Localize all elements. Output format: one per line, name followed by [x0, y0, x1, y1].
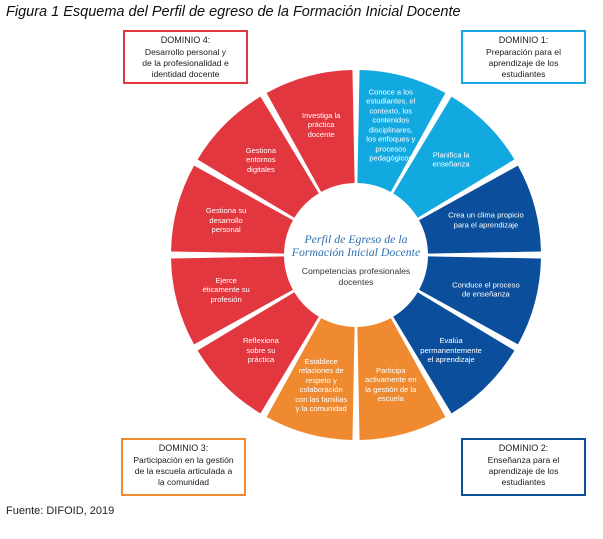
domain-3-box: DOMINIO 3: Participación en la gestión d… [121, 438, 246, 496]
domain-2-text: Enseñanza para el aprendizaje de los est… [487, 455, 560, 487]
wheel-segment [357, 70, 446, 192]
segment-label: Participa activamente en la gestión de l… [365, 366, 417, 404]
domain-2-box: DOMINIO 2: Enseñanza para el aprendizaje… [461, 438, 586, 496]
figure-source: Fuente: DIFOID, 2019 [6, 505, 115, 517]
segment-label: Ejerce éticamente su profesión [202, 275, 250, 304]
domain-4-text: Desarrollo personal y de la profesionali… [142, 47, 229, 79]
segment-label: Gestiona entornos digitales [245, 145, 277, 174]
segment-label: Evalúa permanentemente el aprendizaje [420, 335, 482, 364]
domain-1-heading: DOMINIO 1: [498, 35, 549, 45]
segment-label: Reflexiona sobre su práctica [242, 335, 279, 364]
wheel-segment [393, 96, 515, 218]
center-circle [286, 185, 426, 325]
segment-label: Gestiona su desarrollo personal [205, 206, 247, 234]
domain-1-text: Preparación para el aprendizaje de los e… [485, 47, 561, 79]
segment-label: Conduce el proceso de enseñanza [452, 280, 520, 299]
domain-4-heading: DOMINIO 4: [160, 35, 211, 45]
domain-3-heading: DOMINIO 3: [158, 443, 209, 453]
wheel-segment [419, 165, 541, 254]
domain-3-text: Participación en la gestión de la escuel… [133, 455, 234, 487]
wheel-segment [419, 256, 541, 345]
segment-label: Investiga la práctica docente [301, 110, 341, 139]
wheel-segment [266, 318, 355, 440]
segment-label: Crea un clima propicio para el aprendiza… [448, 210, 524, 230]
wheel-segment [393, 292, 515, 414]
segment-label: Establece relaciones de respeto y colabo… [295, 356, 348, 413]
wheel-segment [266, 70, 355, 192]
figure-title: Figura 1 Esquema del Perfil de egreso de… [6, 4, 461, 20]
wheel-segment [171, 165, 293, 254]
segment-label: Planifica la enseñanza [432, 150, 470, 169]
wheel-segment [197, 96, 319, 218]
wheel-segment [171, 256, 293, 345]
center-title: Perfil de Egreso de la Formación Inicial… [291, 232, 421, 259]
wheel-segment [357, 318, 446, 440]
wheel-segment [197, 292, 319, 414]
domain-4-box: DOMINIO 4: Desarrollo personal y de la p… [123, 30, 248, 84]
segment-label: Conoce a los estudiantes, el contexto, l… [366, 87, 416, 163]
domain-2-heading: DOMINIO 2: [498, 443, 549, 453]
domain-1-box: DOMINIO 1: Preparación para el aprendiza… [461, 30, 586, 84]
center-subtitle: Competencias profesionales docentes [301, 266, 411, 287]
